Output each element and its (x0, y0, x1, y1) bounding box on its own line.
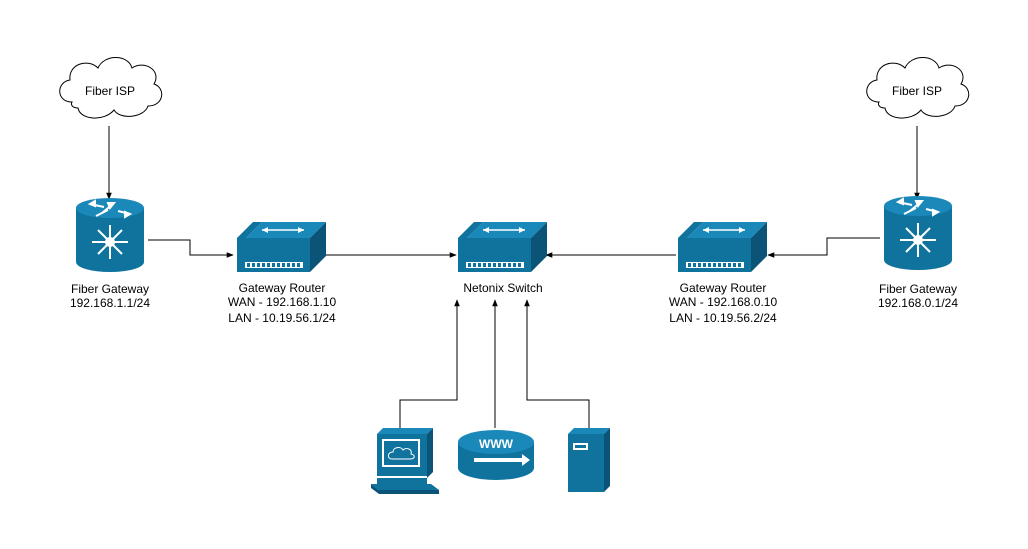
switch-icon (677, 221, 768, 273)
server-tower-icon (568, 428, 610, 492)
gateway-name-right: Fiber Gateway (879, 282, 957, 296)
router-icon (883, 195, 953, 271)
router-name-left: Gateway Router (239, 281, 326, 295)
isp-label-right: Fiber ISP (892, 84, 942, 98)
isp-label-left: Fiber ISP (85, 84, 135, 98)
workstation-icon (371, 428, 439, 494)
switch-icon (236, 221, 327, 273)
gateway-ip-left: 192.168.1.1/24 (70, 296, 150, 310)
router-name-right: Gateway Router (680, 281, 767, 295)
router-lan-left: LAN - 10.19.56.1/24 (228, 311, 336, 325)
router-wan-left: WAN - 192.168.1.10 (228, 295, 337, 309)
router-lan-right: LAN - 10.19.56.2/24 (669, 311, 777, 325)
link-gateway-router-left (148, 239, 234, 258)
connectors (106, 126, 920, 430)
link-workstation-switch (399, 299, 460, 430)
link-server-switch (524, 299, 590, 430)
gateway-name-left: Fiber Gateway (71, 282, 149, 296)
link-gateway-router-right (767, 237, 880, 258)
web-label: WWW (479, 437, 514, 451)
switch-name: Netonix Switch (463, 281, 542, 295)
router-icon (75, 197, 145, 273)
router-wan-right: WAN - 192.168.0.10 (669, 295, 778, 309)
web-server-icon: WWW (458, 430, 534, 480)
switch-icon (457, 221, 548, 273)
gateway-ip-right: 192.168.0.1/24 (878, 296, 958, 310)
